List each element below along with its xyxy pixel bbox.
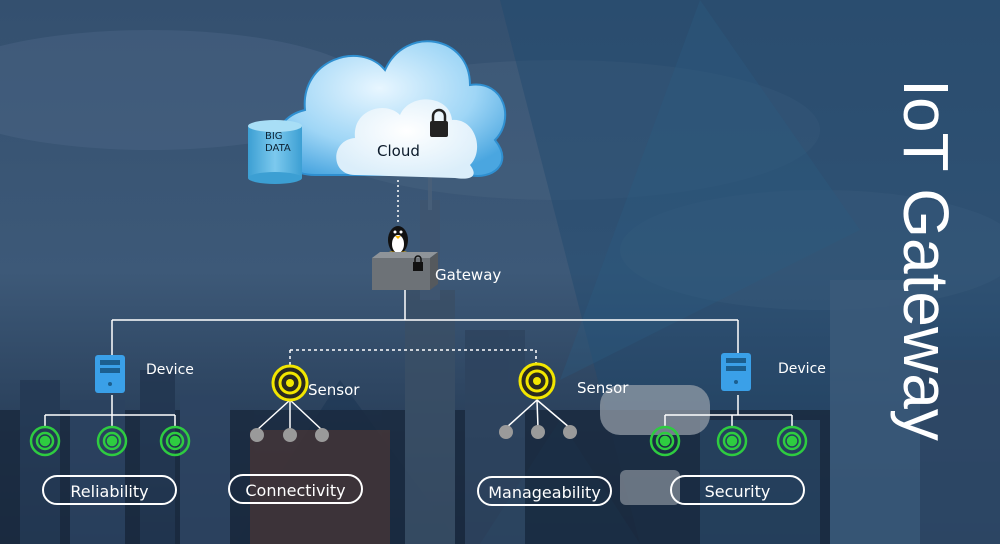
page-title-text: IoT Gateway — [890, 79, 962, 441]
sensor-icon — [518, 362, 556, 400]
sensor-left-label: Sensor — [308, 381, 360, 399]
lock-icon — [430, 108, 448, 137]
node-icon — [29, 425, 808, 457]
cloud-label: Cloud — [377, 142, 420, 160]
big-data-line-1: BIG — [265, 131, 283, 142]
feature-security: Security — [670, 475, 805, 505]
device-tower-icon — [721, 353, 751, 391]
big-data-line-2: DATA — [265, 143, 291, 154]
sensor-icon — [271, 364, 309, 402]
big-data-label: BIG DATA — [265, 131, 291, 155]
gateway-box-icon — [372, 252, 438, 290]
device-right-label: Device — [778, 361, 826, 377]
feature-manageability: Manageability — [477, 476, 612, 506]
cloud-icon — [275, 40, 507, 179]
feature-reliability: Reliability — [42, 475, 177, 505]
gateway-label: Gateway — [435, 266, 502, 284]
feature-connectivity: Connectivity — [228, 474, 363, 504]
database-icon — [248, 120, 302, 184]
device-left-label: Device — [146, 362, 194, 378]
device-tower-icon — [95, 355, 125, 393]
page-title: IoT Gateway — [890, 79, 962, 441]
sensor-right-label: Sensor — [577, 379, 629, 397]
node-icon — [250, 425, 577, 442]
